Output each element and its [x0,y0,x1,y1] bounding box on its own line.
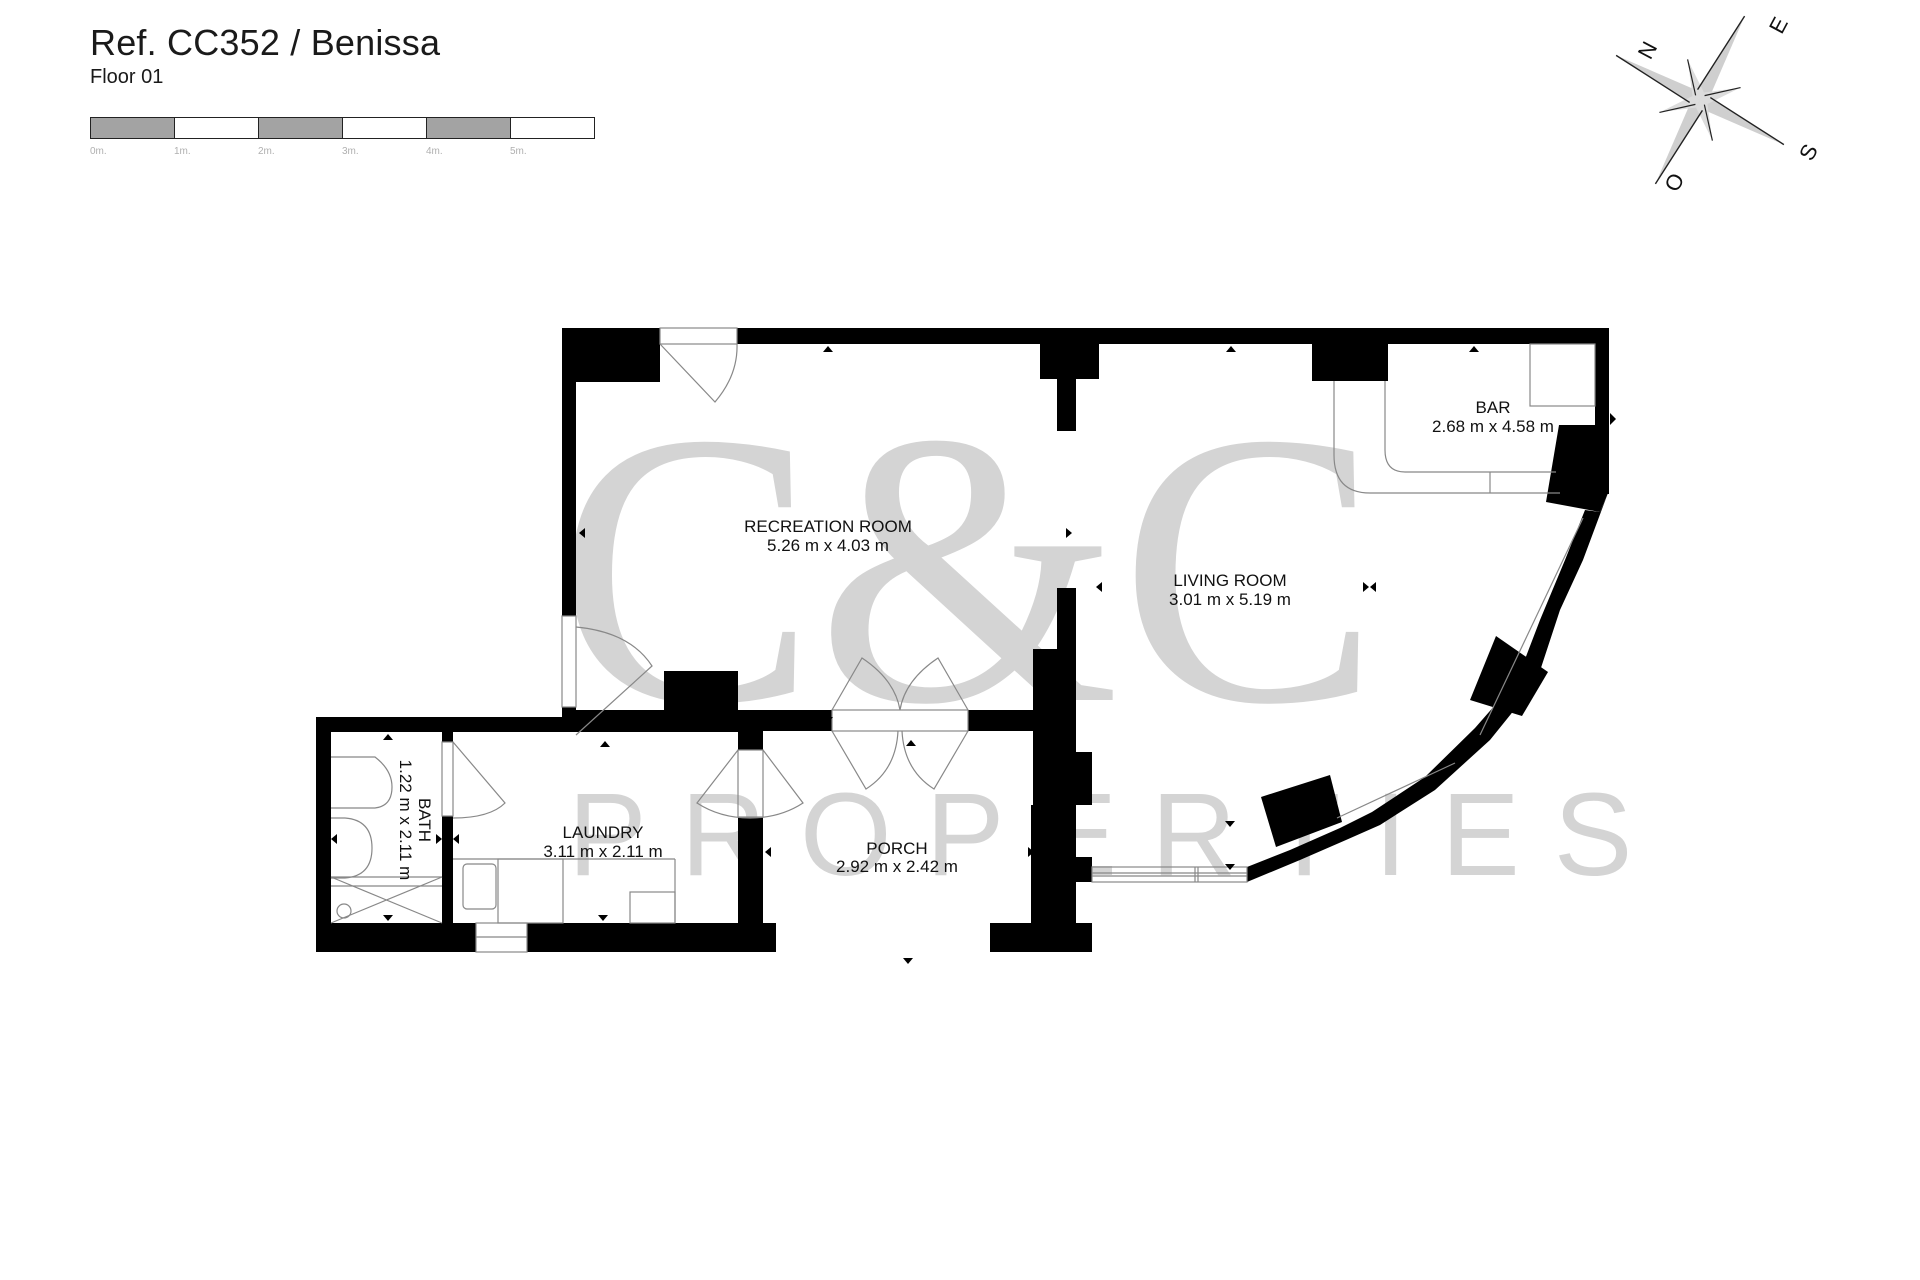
scale-bar [90,117,595,139]
scale-label: 3m. [342,146,359,157]
dimension-markers [331,346,1616,964]
compass-south: S [1794,140,1823,165]
room-recreation: RECREATION ROOM 5.26 m x 4.03 m [744,517,912,555]
scale-labels: 0m. 1m. 2m. 3m. 4m. 5m. [88,146,608,160]
room-size: 5.26 m x 4.03 m [767,536,889,555]
scale-label: 5m. [510,146,527,157]
room-bar: BAR 2.68 m x 4.58 m [1432,398,1554,436]
compass-west: O [1659,169,1689,196]
walls [316,328,1609,952]
room-name: LIVING ROOM [1173,571,1286,590]
scale-segment [259,118,343,138]
room-size: 2.68 m x 4.58 m [1432,417,1554,436]
room-name: PORCH [866,839,927,858]
room-size: 3.11 m x 2.11 m [543,842,662,861]
room-living: LIVING ROOM 3.01 m x 5.19 m [1169,571,1291,609]
scale-label: 2m. [258,146,275,157]
plan-header: Ref. CC352 / Benissa Floor 01 [90,22,440,88]
watermark-text: PROPERTIES [568,769,1666,901]
compass-east: E [1764,13,1793,38]
room-size: 1.22 m x 2.11 m [396,760,415,881]
scale-segment [343,118,427,138]
compass-north: N [1633,37,1663,63]
scale-segment [91,118,175,138]
door-swings [452,343,969,819]
room-name: BAR [1476,398,1511,417]
scale-label: 0m. [90,146,107,157]
plan-title: Ref. CC352 / Benissa [90,22,441,63]
scale-segment [511,118,594,138]
room-laundry: LAUNDRY 3.11 m x 2.11 m [543,823,662,861]
room-porch: PORCH 2.92 m x 2.42 m [836,839,958,876]
room-name: LAUNDRY [563,823,644,842]
scale-segment [175,118,259,138]
scale-segment [427,118,511,138]
room-name: RECREATION ROOM [744,517,912,536]
scale-label: 4m. [426,146,443,157]
room-name: BATH [415,798,434,842]
room-size: 2.92 m x 2.42 m [836,857,958,876]
floor-label: Floor 01 [90,66,164,88]
compass-icon [1615,15,1785,185]
room-bath: BATH 1.22 m x 2.11 m [396,760,434,881]
fixtures [330,343,1596,924]
scale-label: 1m. [174,146,191,157]
room-size: 3.01 m x 5.19 m [1169,590,1291,609]
